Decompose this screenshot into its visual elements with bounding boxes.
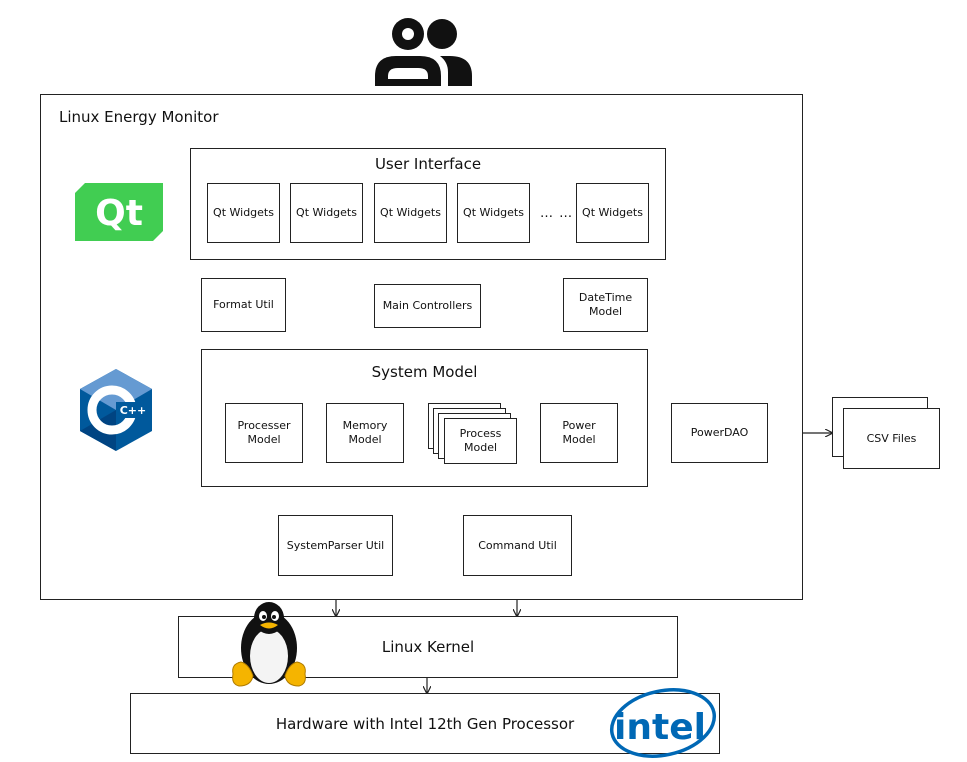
systemparser-util-box: SystemParser Util [278,515,393,576]
command-util-box: Command Util [463,515,572,576]
cpp-logo-text: C++ [120,404,147,417]
tux-penguin-icon [232,602,306,687]
main-controllers-box: Main Controllers [374,284,481,328]
intel-logo-icon: intel [609,688,717,758]
csv-files-box: CSV Files [843,408,940,469]
process-model-box: Process Model [444,418,517,464]
hardware-box: Hardware with Intel 12th Gen Processor [130,693,720,754]
system-model-title: System Model [371,363,478,381]
qt-widgets-box-1: Qt Widgets [207,183,280,243]
users-icon [375,18,472,86]
qt-logo-icon: Qt [75,183,163,241]
widgets-ellipsis: … … [540,206,574,221]
power-model-box: Power Model [540,403,618,463]
qt-widgets-box-5: Qt Widgets [576,183,649,243]
qt-widgets-box-4: Qt Widgets [457,183,530,243]
user-interface-title: User Interface [374,155,482,173]
intel-logo-text: intel [614,707,706,748]
powerdao-box: PowerDAO [671,403,768,463]
datetime-model-box: DateTime Model [563,278,648,332]
processer-model-box: Processer Model [225,403,303,463]
memory-model-box: Memory Model [326,403,404,463]
outer-title: Linux Energy Monitor [59,108,219,126]
qt-widgets-box-2: Qt Widgets [290,183,363,243]
format-util-box: Format Util [201,278,286,332]
qt-widgets-box-3: Qt Widgets [374,183,447,243]
qt-logo-text: Qt [95,193,143,234]
cpp-logo-icon: C++ [80,369,152,451]
